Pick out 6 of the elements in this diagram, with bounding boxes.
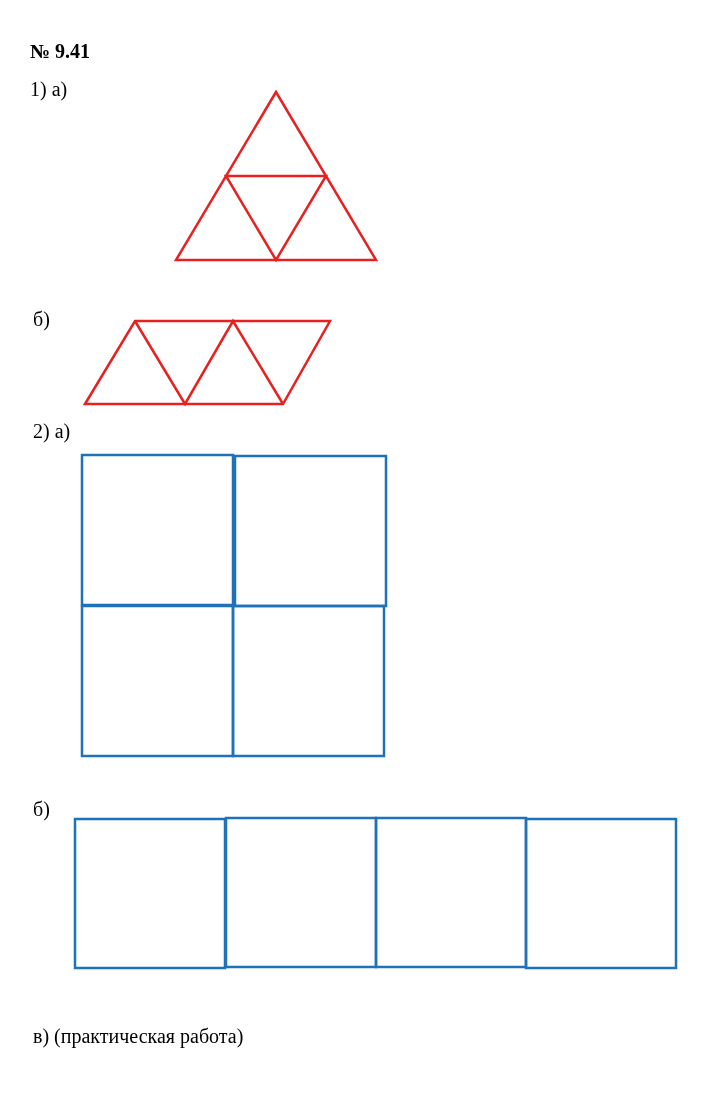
part-label: б) — [33, 798, 50, 820]
part-label: 2) а) — [33, 420, 71, 442]
part-label: б) — [33, 308, 50, 330]
part-note: в) (практическая работа) — [33, 1025, 244, 1047]
problem-number: № 9.41 — [30, 40, 91, 62]
part-label: 1) а) — [30, 78, 68, 100]
